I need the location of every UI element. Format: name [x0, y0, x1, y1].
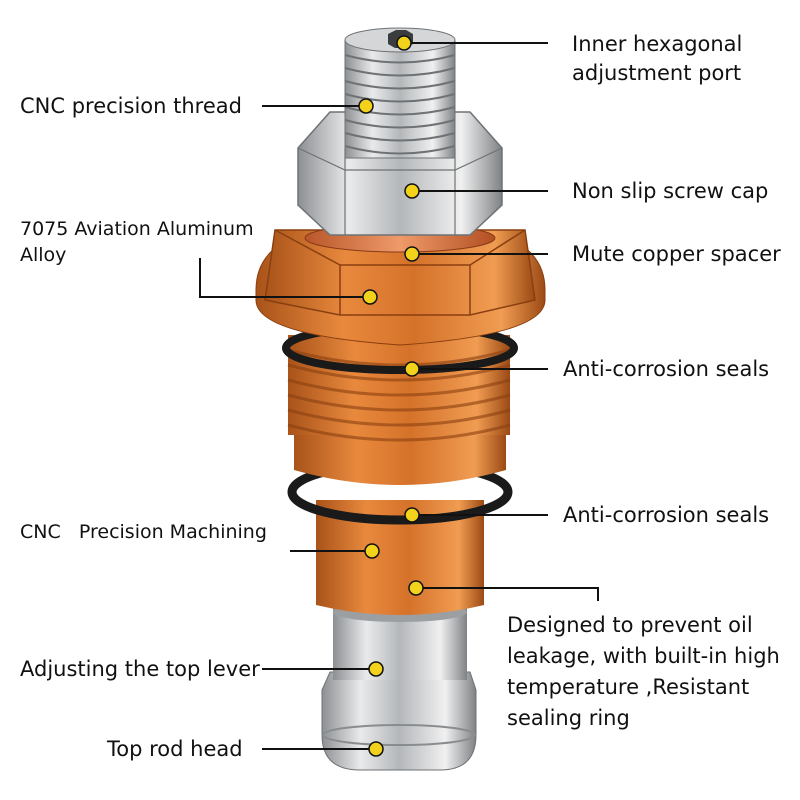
label-inner-port: Inner hexagonal adjustment port	[572, 32, 743, 85]
marker-inner-port	[396, 35, 412, 51]
marker-leakage	[408, 580, 424, 596]
label-cnc-thread: CNC precision thread	[20, 94, 242, 118]
label-machining: CNC Precision Machining	[20, 521, 267, 543]
label-rod-head: Top rod head	[107, 737, 243, 761]
label-top-lever: Adjusting the top lever	[20, 657, 260, 681]
label-aluminum: 7075 Aviation Aluminum Alloy	[20, 218, 254, 266]
label-screw-cap: Non slip screw cap	[572, 179, 769, 203]
aluminum-hex-flange	[255, 229, 546, 346]
callout-markers	[358, 35, 424, 757]
marker-machining	[364, 543, 380, 559]
marker-seals-upper	[404, 361, 420, 377]
marker-rod-head	[368, 741, 384, 757]
orange-thread	[287, 335, 511, 442]
marker-top-lever	[368, 661, 384, 677]
label-copper-spacer: Mute copper spacer	[572, 242, 781, 266]
marker-aluminum	[362, 289, 378, 305]
leader-lines	[199, 42, 599, 750]
label-seals-upper: Anti-corrosion seals	[563, 357, 770, 381]
lower-orange-body	[316, 500, 484, 615]
marker-screw-cap	[404, 183, 420, 199]
marker-seals-lower	[404, 507, 420, 523]
top-rod-head	[321, 671, 477, 771]
marker-copper-spacer	[404, 246, 420, 262]
marker-cnc-thread	[358, 98, 374, 114]
label-leakage: Designed to prevent oil leakage, with bu…	[507, 613, 780, 730]
label-seals-lower: Anti-corrosion seals	[563, 503, 770, 527]
